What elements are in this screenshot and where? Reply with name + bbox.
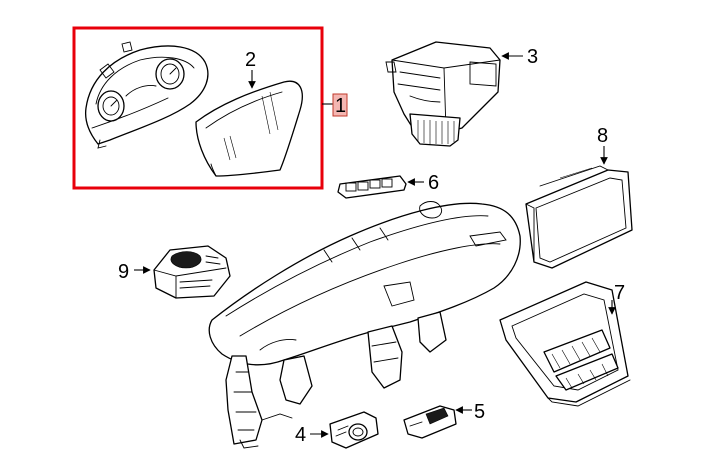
callout-4-leader[interactable]: 4 [295, 424, 329, 446]
callout-4: 4 [295, 424, 306, 446]
callout-8: 8 [597, 125, 608, 147]
callout-6-leader[interactable]: 6 [407, 172, 439, 194]
highlight-box-group-1 [72, 26, 324, 190]
callout-1-badge[interactable]: 1 [322, 93, 348, 117]
callout-5-leader[interactable]: 5 [455, 401, 485, 423]
rotary-switch[interactable] [329, 411, 379, 449]
callout-1: 1 [335, 95, 346, 117]
display-unit-module[interactable] [385, 41, 501, 147]
callout-7: 7 [614, 282, 625, 304]
callout-7-leader[interactable]: 7 [608, 282, 625, 315]
callout-3: 3 [527, 46, 538, 68]
control-module[interactable] [153, 245, 231, 299]
small-switch[interactable] [403, 405, 457, 439]
switch-panel[interactable] [337, 175, 407, 199]
cluster-lens[interactable] [195, 80, 303, 177]
callout-9: 9 [118, 261, 129, 283]
touch-display-screen[interactable] [525, 165, 633, 269]
callout-8-leader[interactable]: 8 [597, 125, 608, 165]
instrument-panel[interactable] [208, 201, 521, 449]
callout-5: 5 [474, 401, 485, 423]
callout-2: 2 [245, 49, 256, 71]
center-console-bezel[interactable] [499, 281, 631, 407]
callout-6: 6 [428, 172, 439, 194]
callout-2-leader[interactable]: 2 [245, 49, 256, 89]
callout-3-leader[interactable]: 3 [501, 46, 538, 68]
callout-9-leader[interactable]: 9 [118, 261, 151, 283]
instrument-cluster-housing[interactable] [84, 41, 209, 149]
